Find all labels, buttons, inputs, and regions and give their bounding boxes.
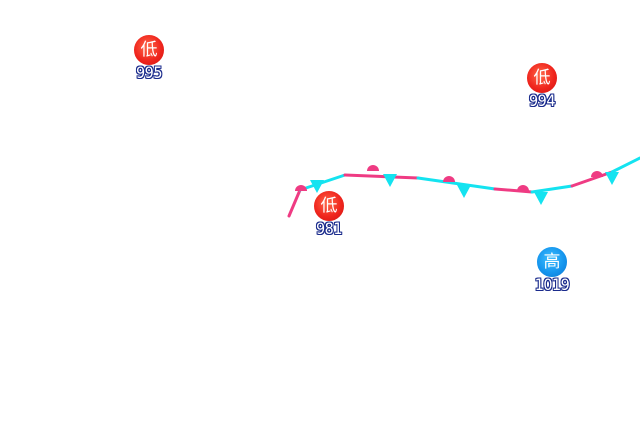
pressure-label: 981 xyxy=(316,219,342,238)
cold-front-triangle xyxy=(605,172,619,185)
pressure-label: 994 xyxy=(529,91,555,110)
high-pressure-center-1019[interactable]: 高 1019 xyxy=(522,246,582,302)
low-pressure-icon: 低 xyxy=(526,62,558,94)
cold-front-triangle xyxy=(457,185,471,198)
cold-front-triangle xyxy=(534,192,548,205)
warm-front-semicircle xyxy=(295,185,307,191)
cold-front-segment xyxy=(530,184,574,194)
pressure-label: 1019 xyxy=(534,275,570,294)
warm-front-segment xyxy=(343,173,420,180)
high-pressure-icon: 高 xyxy=(536,246,568,278)
warm-front-segment xyxy=(493,187,534,194)
pressure-label: 995 xyxy=(136,63,162,82)
warm-front-segment xyxy=(287,188,302,218)
cold-front-triangle xyxy=(383,174,397,187)
cold-front-segment xyxy=(610,156,640,174)
cold-front-segment xyxy=(416,176,497,191)
low-pressure-center-994[interactable]: 低 994 xyxy=(512,62,572,118)
cold-front-triangle xyxy=(310,180,324,193)
warm-front-segment xyxy=(570,170,614,188)
low-pressure-center-995[interactable]: 低 995 xyxy=(119,34,179,90)
warm-front-semicircle xyxy=(591,171,603,177)
warm-front-semicircle xyxy=(367,165,379,171)
low-pressure-center-981[interactable]: 低 981 xyxy=(299,190,359,246)
warm-front-semicircle xyxy=(517,185,529,191)
low-pressure-icon: 低 xyxy=(313,190,345,222)
stationary-front xyxy=(287,156,640,218)
low-pressure-icon: 低 xyxy=(133,34,165,66)
warm-front-semicircle xyxy=(443,176,455,182)
